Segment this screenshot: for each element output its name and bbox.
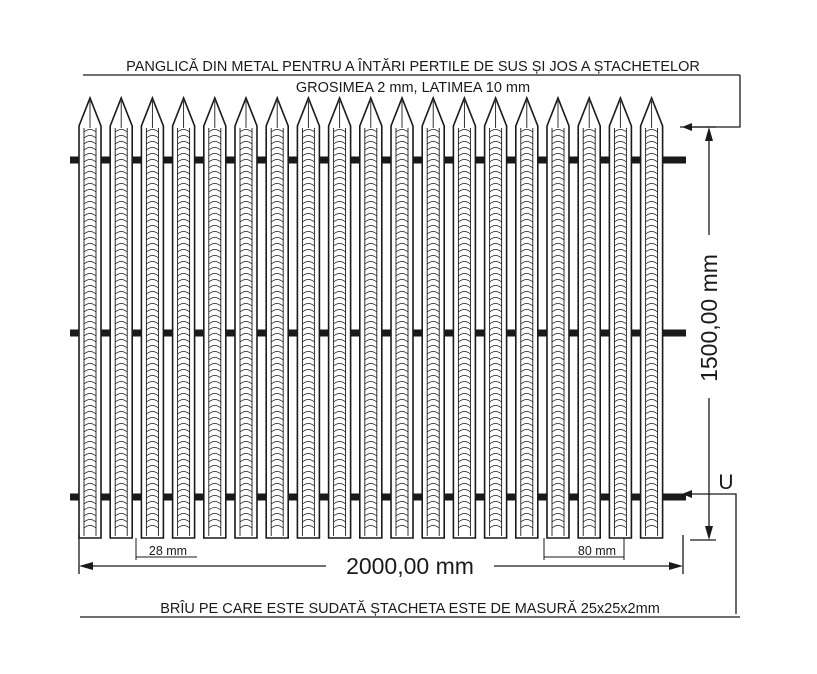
picket-ribbing (458, 129, 471, 529)
picket-ribbing (614, 129, 627, 529)
picket (234, 95, 258, 539)
gap-label: 28 mm (149, 544, 187, 558)
picket-ribbing (302, 129, 315, 529)
profile-label: U (718, 471, 733, 494)
bottom-rail-arrowhead (682, 490, 692, 498)
picket-outline (390, 95, 414, 539)
picket-ribbing (582, 129, 596, 529)
height-arrow-bottom (705, 526, 713, 540)
picket-outline (577, 95, 601, 539)
picket-ribbing (551, 129, 565, 529)
picket-outline (359, 95, 383, 539)
width-arrow-left (79, 562, 93, 570)
height-arrow-top (705, 127, 713, 141)
picket (265, 95, 289, 539)
picket-ribbing (177, 129, 190, 529)
bottom-rail-label: BRÎU PE CARE ESTE SUDATĂ ȘTACHETA ESTE D… (160, 600, 660, 617)
picket-outline (452, 95, 477, 539)
picket-ribbing (333, 129, 346, 529)
picket-outline (421, 95, 445, 539)
picket-ribbing (270, 129, 284, 529)
height-label: 1500,00 mm (696, 254, 722, 382)
picket-outline (109, 95, 133, 539)
picket-outline (296, 95, 321, 539)
picket-outline (171, 95, 196, 539)
picket-ribbing (489, 129, 502, 529)
picket-ribbing (426, 129, 440, 529)
picket (608, 95, 633, 539)
picket (452, 95, 477, 539)
picket-ribbing (364, 129, 378, 529)
picket-outline (639, 95, 664, 539)
picket (327, 95, 352, 539)
width-label: 2000,00 mm (346, 553, 474, 579)
picket-ribbing (208, 129, 222, 529)
picket (515, 95, 539, 539)
picket (296, 95, 321, 539)
picket (203, 95, 227, 539)
picket-ribbing (146, 129, 159, 529)
top-band-dims-label: GROSIMEA 2 mm, LATIMEA 10 mm (296, 80, 530, 96)
picket-outline (515, 95, 539, 539)
picket-ribbing (114, 129, 128, 529)
picket-outline (140, 95, 165, 539)
picket-ribbing (395, 129, 409, 529)
bottom-rail-leader (688, 493, 737, 614)
picket-outline (203, 95, 227, 539)
picket-outline (78, 95, 102, 539)
picket (140, 95, 165, 539)
picket (390, 95, 414, 539)
picket-outline (546, 95, 570, 539)
picket-outline (234, 95, 258, 539)
picket (639, 95, 664, 539)
picket-ribbing (239, 129, 253, 529)
picket-width-label: 80 mm (578, 544, 616, 558)
picket (78, 95, 102, 539)
picket-ribbing (645, 129, 658, 529)
picket-ribbing (520, 129, 534, 529)
picket (421, 95, 445, 539)
picket (483, 95, 508, 539)
picket (546, 95, 570, 539)
picket-ribbing (83, 129, 97, 529)
top-band-label: PANGLICĂ DIN METAL PENTRU A ÎNTĂRI PERTI… (126, 58, 700, 75)
picket-outline (265, 95, 289, 539)
picket (109, 95, 133, 539)
top-band-leader (688, 75, 741, 128)
picket-outline (327, 95, 352, 539)
picket (359, 95, 383, 539)
pickets (78, 95, 664, 539)
picket (577, 95, 601, 539)
picket-outline (483, 95, 508, 539)
picket (171, 95, 196, 539)
width-arrow-right (669, 562, 683, 570)
picket-outline (608, 95, 633, 539)
